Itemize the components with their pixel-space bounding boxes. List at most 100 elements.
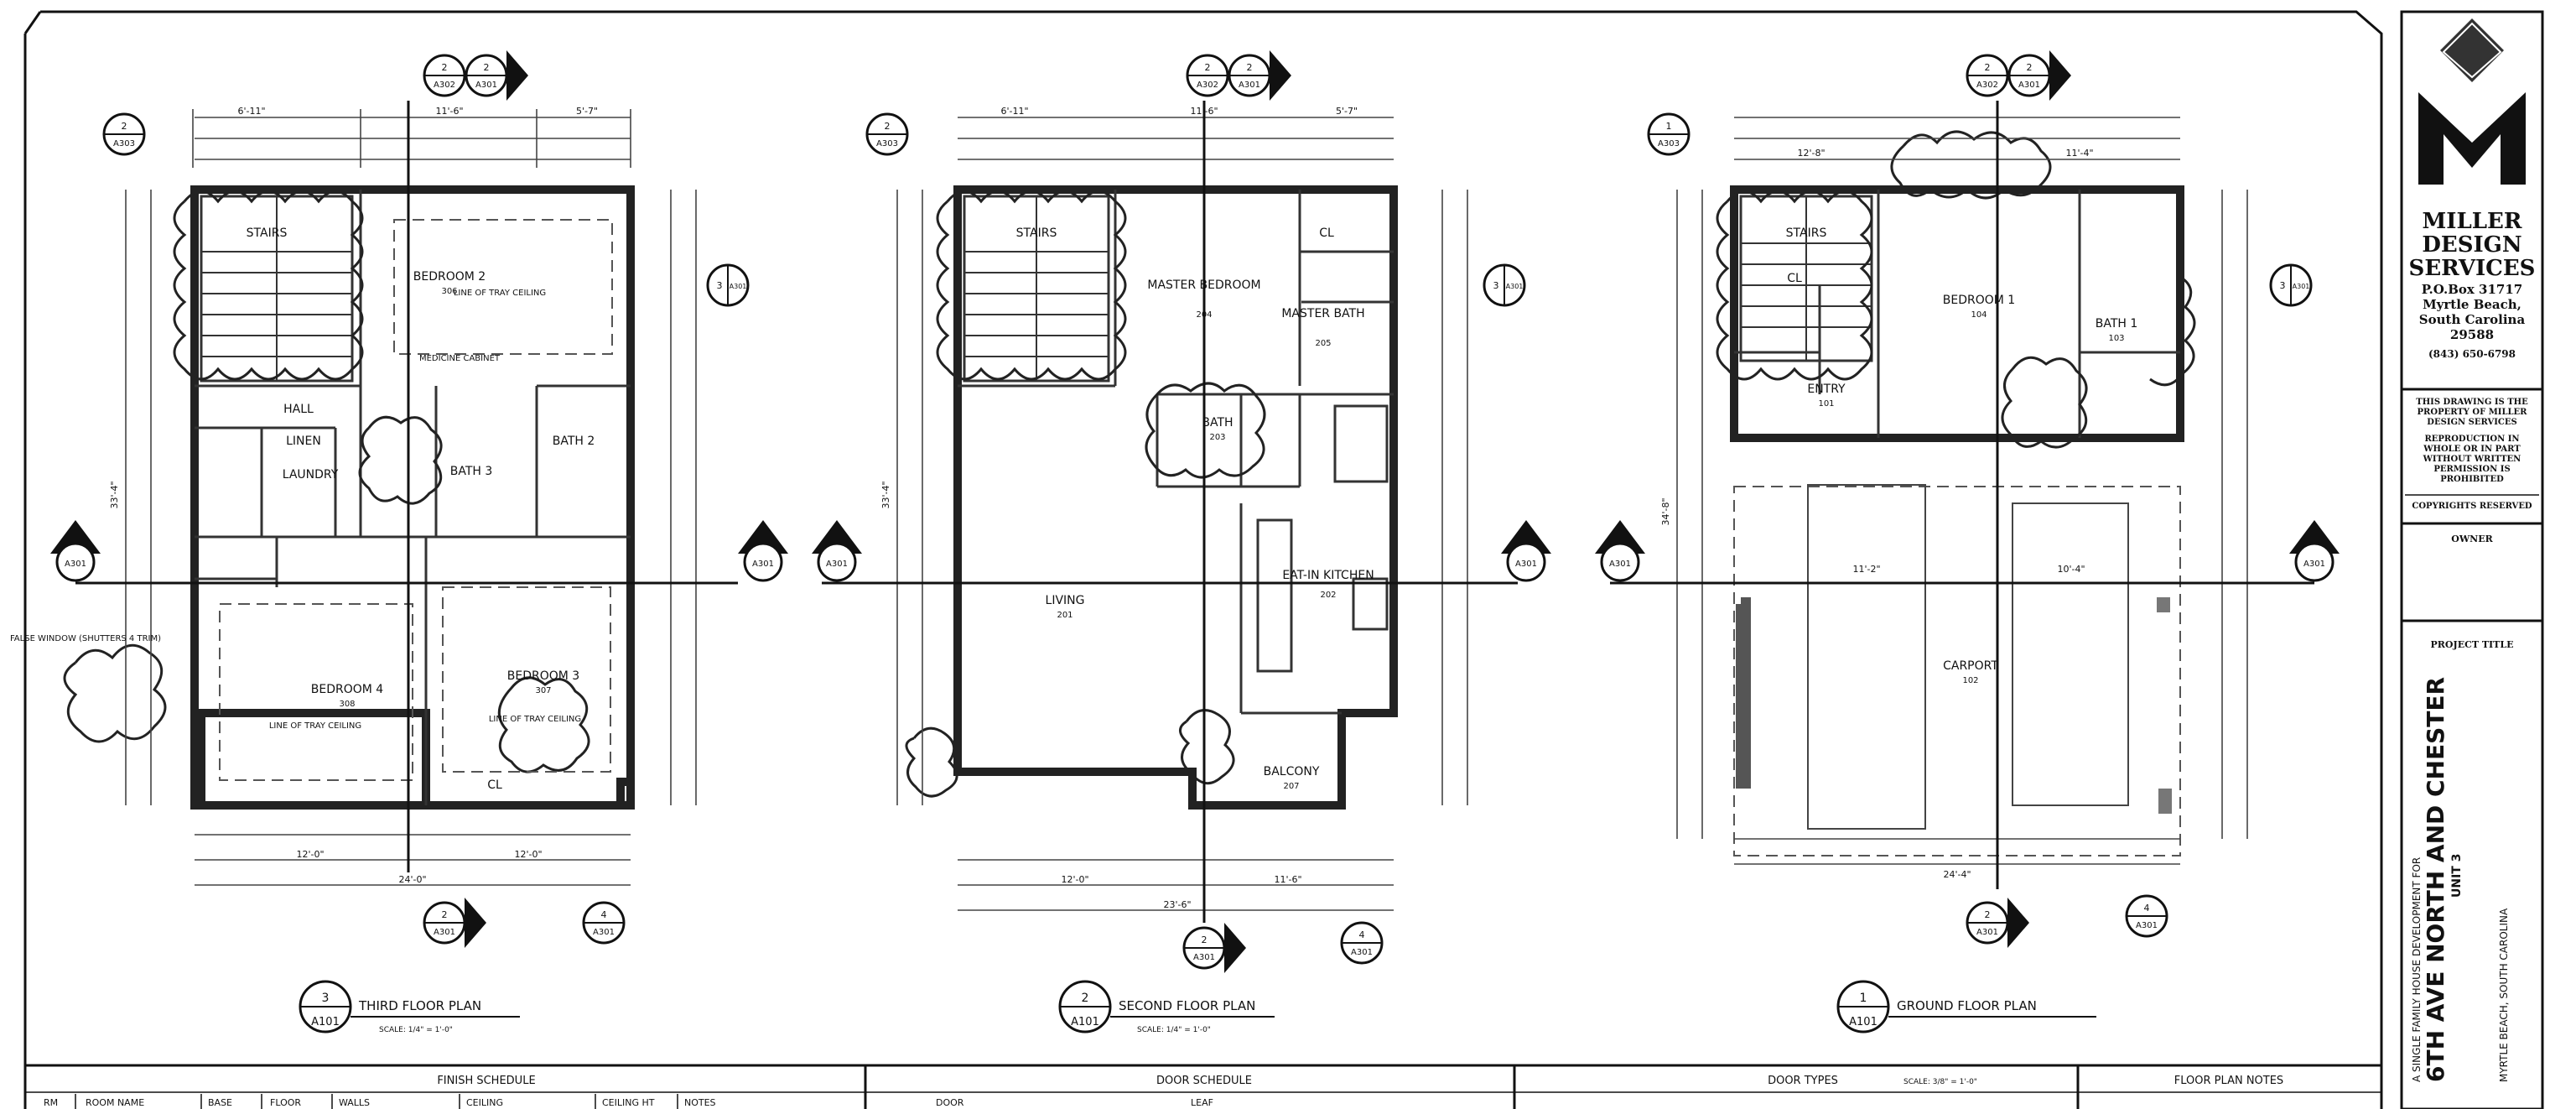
sheet-border <box>23 10 2383 1109</box>
room-label: BATH 1 <box>2096 317 2138 331</box>
svg-text:A301: A301 <box>1609 560 1631 569</box>
svg-text:2: 2 <box>1247 62 1253 73</box>
finish-col: CEILING <box>466 1097 503 1108</box>
svg-text:A301: A301 <box>1239 81 1260 90</box>
address-line: P.O.Box 31717 <box>2422 282 2522 297</box>
room-label: BATH 2 <box>553 435 595 448</box>
svg-text:2: 2 <box>122 121 127 132</box>
plan-number: 2 <box>1082 992 1089 1005</box>
dimension: 11'-6" <box>1274 874 1301 885</box>
door-types-scale: SCALE: 3/8" = 1'-0" <box>1903 1078 1977 1086</box>
svg-text:4: 4 <box>1359 929 1365 940</box>
svg-text:A301: A301 <box>1515 560 1537 569</box>
section-marker: 2 A301 4 A301 2 A301 4 A301 2 A301 4 A30… <box>423 894 2168 973</box>
room-label: LINEN <box>286 435 321 448</box>
dimension: 5'-7" <box>1336 106 1358 117</box>
svg-text:4: 4 <box>601 909 607 920</box>
dimension: 6'-11" <box>237 106 265 117</box>
finish-col: NOTES <box>684 1097 716 1108</box>
address-line: South Carolina <box>2419 312 2526 327</box>
svg-text:A303: A303 <box>113 139 135 148</box>
svg-text:1: 1 <box>1666 121 1672 132</box>
room-label: BEDROOM 2 <box>413 270 486 284</box>
section-marker: 2 A302 2 A301 <box>423 50 528 101</box>
copyright-note-line: REPRODUCTION IN <box>2424 435 2519 444</box>
second-floor-plan: STAIRS MASTER BEDROOM 204 CL MASTER BATH… <box>822 101 1518 1034</box>
dimension: 33'-4" <box>109 481 120 508</box>
plan-title: SECOND FLOOR PLAN <box>1119 998 1255 1013</box>
svg-text:A301: A301 <box>730 283 747 290</box>
room-label: MASTER BEDROOM <box>1147 279 1260 292</box>
plan-scale: SCALE: 1/4" = 1'-0" <box>1137 1026 1211 1034</box>
room-label: MEDICINE CABINET <box>419 354 501 363</box>
room-label: HALL <box>283 403 314 416</box>
door-types-title: DOOR TYPES <box>1768 1075 1838 1087</box>
room-label: STAIRS <box>1016 226 1057 240</box>
svg-text:4: 4 <box>2144 903 2150 914</box>
copyright-note-line: WITHOUT WRITTEN <box>2423 455 2521 464</box>
room-label: ENTRY <box>1807 383 1846 396</box>
room-label: BALCONY <box>1264 765 1320 778</box>
svg-text:A302: A302 <box>1197 81 1218 90</box>
svg-text:A303: A303 <box>876 139 898 148</box>
svg-text:A301: A301 <box>1193 953 1215 962</box>
project-subtitle: A SINGLE FAMILY HOUSE DEVELOPMENT FOR <box>2411 857 2423 1082</box>
svg-text:A301: A301 <box>1351 948 1373 957</box>
room-tag: 201 <box>1057 611 1072 620</box>
schedule-strip: FINISH SCHEDULE DOOR SCHEDULE DOOR TYPES… <box>44 1065 2283 1109</box>
company-name-line: SERVICES <box>2409 256 2536 281</box>
svg-text:2: 2 <box>1985 62 1991 73</box>
door-col: DOOR <box>936 1097 964 1108</box>
room-label: STAIRS <box>1786 226 1827 240</box>
copyright-note-line: PERMISSION IS <box>2433 465 2510 474</box>
section-marker: 2 A302 2 A301 <box>1966 50 2071 101</box>
plan-note: LINE OF TRAY CEILING <box>454 289 546 298</box>
project-unit: UNIT 3 <box>2450 854 2464 898</box>
plan-title: THIRD FLOOR PLAN <box>358 998 481 1013</box>
plan-sheet: A101 <box>1849 1016 1877 1028</box>
plan-note: LINE OF TRAY CEILING <box>269 721 361 731</box>
dimension: 12'-0" <box>514 849 542 860</box>
finish-col: WALLS <box>339 1097 370 1108</box>
svg-text:2: 2 <box>2027 62 2033 73</box>
section-marker: A301 A301 A301 A301 A301 A301 <box>50 520 2340 582</box>
svg-text:A301: A301 <box>1976 928 1998 937</box>
svg-text:A301: A301 <box>2018 81 2040 90</box>
room-tag: 205 <box>1315 339 1331 348</box>
finish-col: ROOM NAME <box>86 1097 144 1108</box>
finish-col: CEILING HT <box>602 1097 655 1108</box>
svg-text:A302: A302 <box>434 81 455 90</box>
room-label: STAIRS <box>247 226 288 240</box>
project-location: MYRTLE BEACH, SOUTH CAROLINA <box>2498 908 2510 1082</box>
room-label: BEDROOM 3 <box>507 669 579 683</box>
project-name: 6TH AVE NORTH AND CHESTER <box>2422 677 2449 1082</box>
svg-text:A301: A301 <box>2136 921 2158 930</box>
plan-sheet: A101 <box>1071 1016 1099 1028</box>
finish-col: FLOOR <box>270 1097 301 1108</box>
copyright-label: COPYRIGHTS RESERVED <box>2412 502 2532 511</box>
svg-text:A301: A301 <box>65 560 86 569</box>
room-tag: 307 <box>535 686 551 695</box>
dimension: 34'-8" <box>1660 497 1671 525</box>
svg-text:2: 2 <box>885 121 891 132</box>
svg-text:A301: A301 <box>2293 283 2310 290</box>
address-line: Myrtle Beach, <box>2423 297 2521 312</box>
dimension: 11'-6" <box>1190 106 1218 117</box>
svg-text:A301: A301 <box>434 928 455 937</box>
plan-note: FALSE WINDOW (SHUTTERS 4 TRIM) <box>10 634 161 643</box>
floor-plan-notes-title: FLOOR PLAN NOTES <box>2174 1075 2283 1087</box>
room-tag: 306 <box>441 287 457 296</box>
svg-text:A301: A301 <box>826 560 848 569</box>
dimension: 24'-0" <box>398 874 426 885</box>
room-tag: 104 <box>1971 310 1987 320</box>
room-label: BATH <box>1202 416 1233 430</box>
room-tag: 101 <box>1818 399 1834 409</box>
room-tag: 203 <box>1209 433 1225 442</box>
title-block: MILLER DESIGN SERVICES P.O.Box 31717 Myr… <box>2400 10 2544 1109</box>
finish-schedule-title: FINISH SCHEDULE <box>437 1075 535 1087</box>
room-label: BATH 3 <box>450 465 493 478</box>
address-line: 29588 <box>2450 327 2494 342</box>
section-marker: 2 A303 2 A303 1 A303 <box>102 112 1690 156</box>
svg-text:3: 3 <box>717 280 723 291</box>
dimension: 12'-8" <box>1797 148 1825 159</box>
